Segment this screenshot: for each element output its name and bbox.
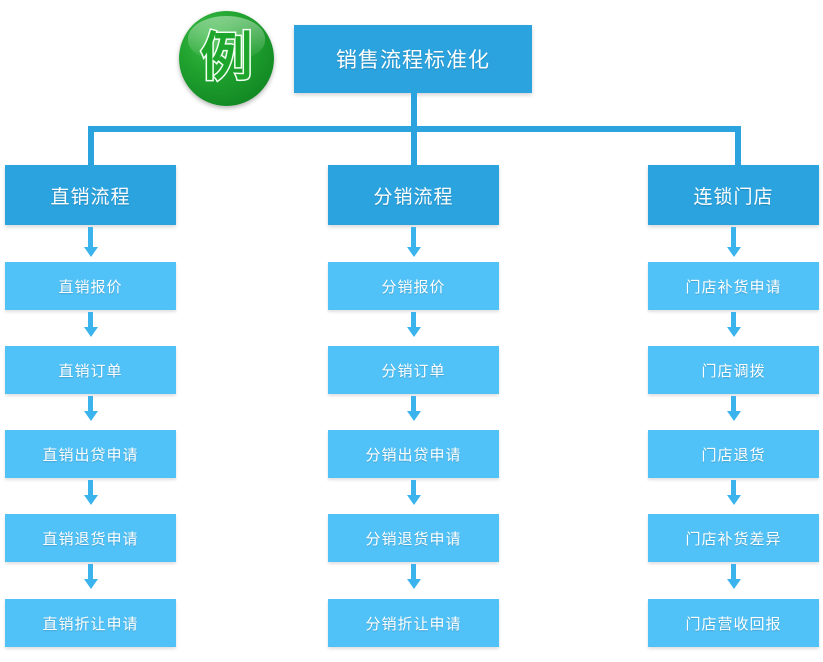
arrow-stem-1-3 bbox=[88, 480, 93, 497]
arrow-stem-1-2 bbox=[88, 396, 93, 413]
branch-node-2[interactable]: 分销流程 bbox=[328, 165, 499, 225]
root-node-title[interactable]: 销售流程标准化 bbox=[294, 25, 532, 93]
connector-branch-drop-2 bbox=[411, 126, 417, 165]
arrow-head-1-2 bbox=[84, 411, 98, 421]
step-node-2-3[interactable]: 分销出贷申请 bbox=[328, 430, 499, 478]
branch-label-2: 分销流程 bbox=[373, 185, 454, 208]
step-label-1-3: 直销出贷申请 bbox=[42, 445, 139, 464]
arrow-stem-3-0 bbox=[731, 227, 736, 249]
step-label-3-3: 门店退货 bbox=[701, 445, 766, 464]
step-node-2-2[interactable]: 分销订单 bbox=[328, 346, 499, 394]
arrow-head-3-4 bbox=[727, 579, 741, 589]
step-node-3-3[interactable]: 门店退货 bbox=[648, 430, 819, 478]
step-label-1-2: 直销订单 bbox=[58, 361, 123, 380]
step-node-3-4[interactable]: 门店补货差异 bbox=[648, 514, 819, 562]
arrow-head-2-2 bbox=[407, 411, 421, 421]
step-node-3-1[interactable]: 门店补货申请 bbox=[648, 262, 819, 310]
step-node-2-5[interactable]: 分销折让申请 bbox=[328, 599, 499, 647]
step-label-1-4: 直销退货申请 bbox=[42, 529, 139, 548]
branch-node-1[interactable]: 直销流程 bbox=[5, 165, 176, 225]
arrow-head-1-1 bbox=[84, 327, 98, 337]
arrow-head-2-1 bbox=[407, 327, 421, 337]
step-label-3-4: 门店补货差异 bbox=[685, 529, 782, 548]
step-label-2-4: 分销退货申请 bbox=[365, 529, 462, 548]
step-label-2-5: 分销折让申请 bbox=[365, 614, 462, 633]
step-label-3-5: 门店营收回报 bbox=[685, 614, 782, 633]
arrow-stem-3-2 bbox=[731, 396, 736, 413]
step-node-2-1[interactable]: 分销报价 bbox=[328, 262, 499, 310]
example-badge-icon: 例 bbox=[179, 11, 274, 106]
arrow-stem-2-1 bbox=[411, 312, 416, 329]
step-label-2-3: 分销出贷申请 bbox=[365, 445, 462, 464]
step-node-1-2[interactable]: 直销订单 bbox=[5, 346, 176, 394]
arrow-head-1-0 bbox=[84, 247, 98, 257]
branch-label-3: 连锁门店 bbox=[693, 185, 774, 208]
root-node-label: 销售流程标准化 bbox=[336, 48, 490, 72]
step-node-1-1[interactable]: 直销报价 bbox=[5, 262, 176, 310]
step-label-2-1: 分销报价 bbox=[381, 277, 446, 296]
arrow-stem-1-1 bbox=[88, 312, 93, 329]
arrow-stem-2-4 bbox=[411, 564, 416, 581]
step-label-2-2: 分销订单 bbox=[381, 361, 446, 380]
arrow-head-2-4 bbox=[407, 579, 421, 589]
step-node-3-5[interactable]: 门店营收回报 bbox=[648, 599, 819, 647]
arrow-stem-3-4 bbox=[731, 564, 736, 581]
arrow-head-2-0 bbox=[407, 247, 421, 257]
arrow-head-3-0 bbox=[727, 247, 741, 257]
step-node-3-2[interactable]: 门店调拨 bbox=[648, 346, 819, 394]
arrow-stem-3-1 bbox=[731, 312, 736, 329]
connector-root-drop bbox=[411, 93, 417, 128]
badge-character: 例 bbox=[199, 27, 254, 88]
arrow-stem-3-3 bbox=[731, 480, 736, 497]
arrow-head-3-3 bbox=[727, 495, 741, 505]
branch-label-1: 直销流程 bbox=[50, 185, 131, 208]
arrow-stem-1-4 bbox=[88, 564, 93, 581]
arrow-stem-2-2 bbox=[411, 396, 416, 413]
step-label-3-1: 门店补货申请 bbox=[685, 277, 782, 296]
step-node-1-3[interactable]: 直销出贷申请 bbox=[5, 430, 176, 478]
arrow-stem-2-3 bbox=[411, 480, 416, 497]
step-node-2-4[interactable]: 分销退货申请 bbox=[328, 514, 499, 562]
step-node-1-5[interactable]: 直销折让申请 bbox=[5, 599, 176, 647]
step-label-3-2: 门店调拨 bbox=[701, 361, 766, 380]
connector-branch-drop-3 bbox=[735, 126, 741, 165]
connector-branch-drop-1 bbox=[88, 126, 94, 165]
branch-node-3[interactable]: 连锁门店 bbox=[648, 165, 819, 225]
arrow-stem-1-0 bbox=[88, 227, 93, 249]
arrow-head-1-4 bbox=[84, 579, 98, 589]
step-label-1-1: 直销报价 bbox=[58, 277, 123, 296]
arrow-head-3-1 bbox=[727, 327, 741, 337]
arrow-head-1-3 bbox=[84, 495, 98, 505]
arrow-head-2-3 bbox=[407, 495, 421, 505]
arrow-head-3-2 bbox=[727, 411, 741, 421]
step-label-1-5: 直销折让申请 bbox=[42, 614, 139, 633]
arrow-stem-2-0 bbox=[411, 227, 416, 249]
step-node-1-4[interactable]: 直销退货申请 bbox=[5, 514, 176, 562]
